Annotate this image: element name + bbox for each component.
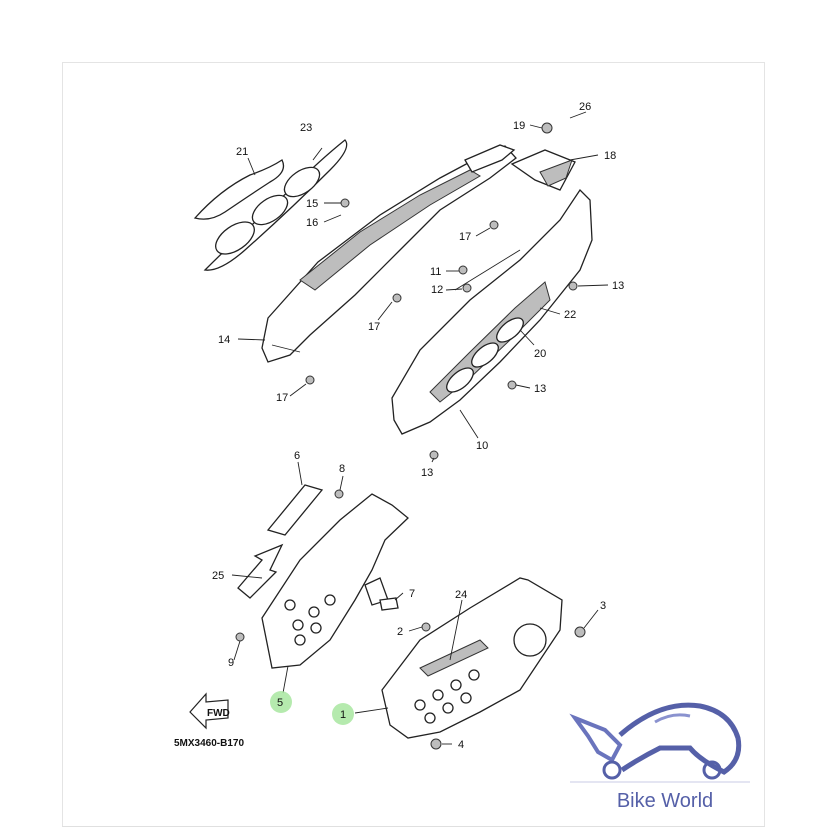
- brand-name: Bike World: [616, 790, 714, 812]
- diagram-frame: [62, 62, 765, 827]
- label-3: 3: [600, 600, 606, 612]
- label-13-top: 13: [612, 280, 624, 292]
- label-6: 6: [294, 450, 300, 462]
- motorcycle-logo-icon: [569, 702, 750, 783]
- label-13-bottom: 13: [421, 467, 433, 479]
- diagram-code: 5MX3460-B170: [174, 738, 244, 749]
- label-12: 12: [431, 284, 443, 296]
- vent-holes: [284, 594, 336, 646]
- label-26: 26: [579, 101, 591, 113]
- label-20: 20: [534, 348, 546, 360]
- label-17-top: 17: [459, 231, 471, 243]
- left-side-cover-part: [261, 144, 517, 363]
- highlight-marker-5: [270, 691, 292, 713]
- label-5: 5: [277, 697, 283, 709]
- vent-holes: [414, 669, 480, 724]
- label-4: 4: [458, 739, 464, 751]
- lower-right-cover-part: [381, 577, 563, 739]
- leader-lines: [231, 111, 609, 745]
- fwd-arrow-icon: FWD: [189, 692, 230, 730]
- label-21: 21: [236, 146, 248, 158]
- part-labels: 23 21 15 16 19 26 18 17 11 12 13 22 17 1…: [212, 101, 624, 751]
- label-15: 15: [306, 198, 318, 210]
- fwd-label: FWD: [207, 708, 230, 719]
- label-17-bottom: 17: [276, 392, 288, 404]
- highlight-marker-1: [332, 703, 354, 725]
- label-23: 23: [300, 122, 312, 134]
- label-1: 1: [340, 709, 346, 721]
- label-19: 19: [513, 120, 525, 132]
- label-18: 18: [604, 150, 616, 162]
- label-8: 8: [339, 463, 345, 475]
- label-10: 10: [476, 440, 488, 452]
- fastener-screws: [235, 122, 586, 750]
- label-25: 25: [212, 570, 224, 582]
- lower-left-cover-part: [237, 484, 409, 669]
- label-16: 16: [306, 217, 318, 229]
- label-22: 22: [564, 309, 576, 321]
- label-24: 24: [455, 589, 467, 601]
- label-7: 7: [409, 588, 415, 600]
- label-14: 14: [218, 334, 230, 346]
- label-9: 9: [228, 657, 234, 669]
- emblem-decal-part: [193, 139, 348, 271]
- label-17-mid: 17: [368, 321, 380, 333]
- label-11: 11: [430, 266, 441, 278]
- right-emblem-part: [446, 317, 524, 393]
- label-13-mid: 13: [534, 383, 546, 395]
- label-2: 2: [397, 626, 403, 638]
